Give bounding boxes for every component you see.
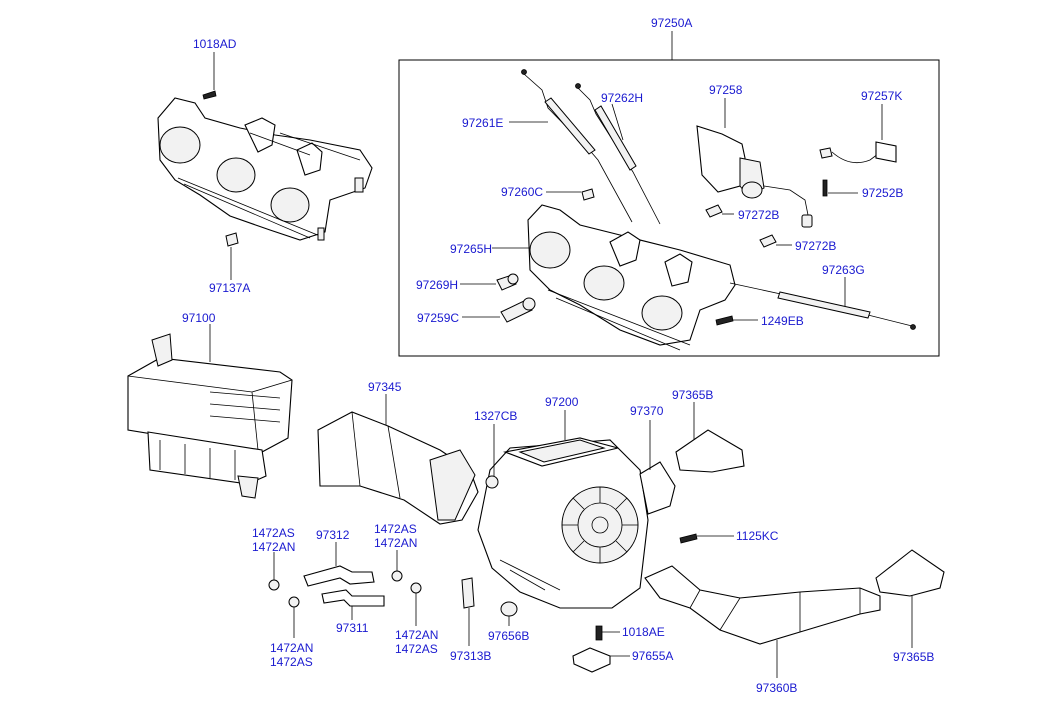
cable-97263G <box>729 277 916 330</box>
label-97100: 97100 <box>182 311 216 325</box>
label-1472AN-right-bottom: 1472AN <box>395 628 438 642</box>
actuator-97258 <box>696 98 813 228</box>
label-1018AE: 1018AE <box>622 625 665 639</box>
cap-97656B <box>500 601 518 626</box>
bulb-97272B-lower <box>759 234 792 248</box>
vent-97365B-upper <box>675 402 745 473</box>
label-1472AS-left-bottom: 1472AS <box>270 655 313 669</box>
blower-unit-97100 <box>127 324 293 499</box>
label-1249EB: 1249EB <box>761 314 804 328</box>
label-97250A: 97250A <box>651 16 692 30</box>
label-97365B-upper: 97365B <box>672 388 713 402</box>
label-1018AD: 1018AD <box>193 37 237 51</box>
label-97262H: 97262H <box>601 91 643 105</box>
label-97313B: 97313B <box>450 649 491 663</box>
vent-97365B-lower <box>875 549 945 648</box>
label-97312: 97312 <box>316 528 350 542</box>
label-97259C: 97259C <box>417 311 459 325</box>
screw-1125KC <box>679 533 734 544</box>
bracket-97313B <box>461 577 475 646</box>
label-97261E: 97261E <box>462 116 503 130</box>
label-97655A: 97655A <box>632 649 673 663</box>
label-97272B-upper: 97272B <box>738 208 779 222</box>
hose-97312 <box>303 542 375 587</box>
cable-97261E <box>509 69 633 223</box>
label-97263G: 97263G <box>822 263 865 277</box>
duct-97370 <box>639 420 676 515</box>
heater-unit-97200 <box>477 410 649 609</box>
label-97258: 97258 <box>709 83 743 97</box>
clip-97137A <box>225 232 239 280</box>
label-1472AN-left-bottom: 1472AN <box>270 641 313 655</box>
label-1472AS-left-top: 1472AS <box>252 526 295 540</box>
label-97370: 97370 <box>630 404 664 418</box>
hose-clamp-left-lower <box>288 596 300 638</box>
screw-97252B <box>822 179 858 197</box>
hose-clamp-right-lower <box>410 582 422 626</box>
screw-1249EB <box>715 315 758 326</box>
knob-97269H <box>460 273 519 291</box>
label-97257K: 97257K <box>861 89 902 103</box>
label-97311: 97311 <box>336 621 369 635</box>
heater-control-panel-97265H <box>492 204 736 351</box>
label-97345: 97345 <box>368 380 402 394</box>
label-1327CB: 1327CB <box>474 409 517 423</box>
label-97360B: 97360B <box>756 681 797 695</box>
assembly-97250A-frame <box>398 59 940 357</box>
label-97365B-lower: 97365B <box>893 650 934 664</box>
clip-97260C <box>546 188 595 201</box>
label-1125KC: 1125KC <box>736 529 779 543</box>
label-1472AS-right-bottom: 1472AS <box>395 642 438 656</box>
cable-97262H <box>575 83 661 225</box>
label-97272B-lower: 97272B <box>795 239 836 253</box>
hose-97311 <box>321 589 385 620</box>
duct-97345 <box>317 394 479 525</box>
harness-97257K <box>819 104 897 164</box>
bolt-1018AE <box>595 625 620 641</box>
label-97656B: 97656B <box>488 629 529 643</box>
label-97137A: 97137A <box>209 281 250 295</box>
label-97200: 97200 <box>545 395 579 409</box>
hose-clamp-left-upper <box>268 552 280 591</box>
label-97260C: 97260C <box>501 185 543 199</box>
bulb-97272B-upper <box>705 204 734 218</box>
knob-97259C <box>462 297 536 323</box>
label-97265H: 97265H <box>450 242 492 256</box>
duct-97360B <box>644 565 881 678</box>
hose-clamp-right-upper <box>391 550 403 582</box>
bracket-97655A <box>572 647 630 673</box>
label-97252B: 97252B <box>862 186 903 200</box>
label-1472AS-right-top: 1472AS <box>374 522 417 536</box>
bolt-1018AD <box>202 52 217 100</box>
label-1472AN-right-top: 1472AN <box>374 536 417 550</box>
label-97269H: 97269H <box>416 278 458 292</box>
label-1472AN-left-top: 1472AN <box>252 540 295 554</box>
heater-control-panel-left <box>157 97 373 241</box>
